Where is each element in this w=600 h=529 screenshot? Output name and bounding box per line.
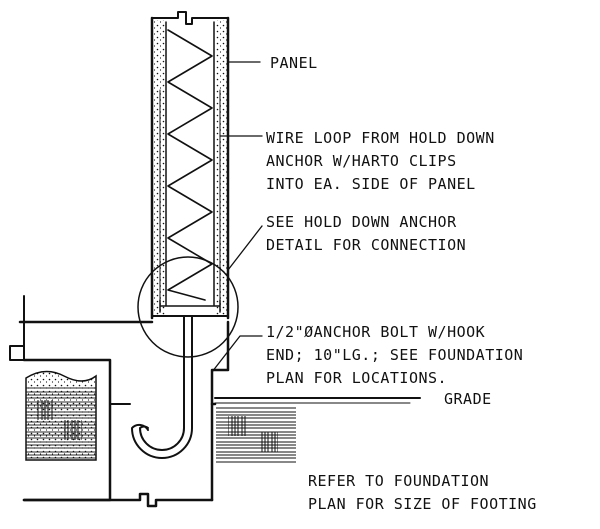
harto-clips (159, 299, 221, 313)
slab-left-break (23, 295, 31, 361)
label-refer-line-2: PLAN FOR SIZE OF FOOTING (308, 495, 537, 513)
detail-callout-circle (137, 256, 239, 358)
leader-lines (211, 61, 263, 373)
label-grade: GRADE (444, 390, 492, 408)
anchor-bolt-hook (139, 315, 185, 451)
footing-bottom (22, 492, 214, 508)
soil-right (214, 397, 421, 464)
leader-hold-down (227, 225, 263, 271)
label-anchor-bolt-line-2: END; 10"LG.; SEE FOUNDATION (266, 346, 523, 364)
anchor-bolt-hook-outer (131, 315, 193, 459)
foundation (9, 295, 230, 508)
panel-left-skin (153, 20, 165, 316)
panel-truss-zigzag (167, 29, 213, 301)
panel-right-skin (215, 20, 227, 316)
label-anchor-bolt-line-3: PLAN FOR LOCATIONS. (266, 369, 447, 387)
label-anchor-bolt-line-1: 1/2"ØANCHOR BOLT W/HOOK (266, 323, 485, 341)
slab-left-notch (9, 345, 25, 361)
anchor-bolt (131, 315, 193, 459)
label-wire-loop-line-3: INTO EA. SIDE OF PANEL (266, 175, 476, 193)
soil-left (25, 370, 97, 461)
leader-anchor-bolt (211, 335, 263, 373)
footing-step (109, 359, 131, 405)
label-wire-loop-line-1: WIRE LOOP FROM HOLD DOWN (266, 129, 495, 147)
label-wire-loop-line-2: ANCHOR W/HARTO CLIPS (266, 152, 457, 170)
panel (150, 11, 230, 320)
break-line-top (151, 11, 229, 25)
label-panel: PANEL (270, 54, 318, 72)
label-hold-down-line-1: SEE HOLD DOWN ANCHOR (266, 213, 457, 231)
label-refer-line-1: REFER TO FOUNDATION (308, 472, 489, 490)
label-hold-down-line-2: DETAIL FOR CONNECTION (266, 236, 466, 254)
